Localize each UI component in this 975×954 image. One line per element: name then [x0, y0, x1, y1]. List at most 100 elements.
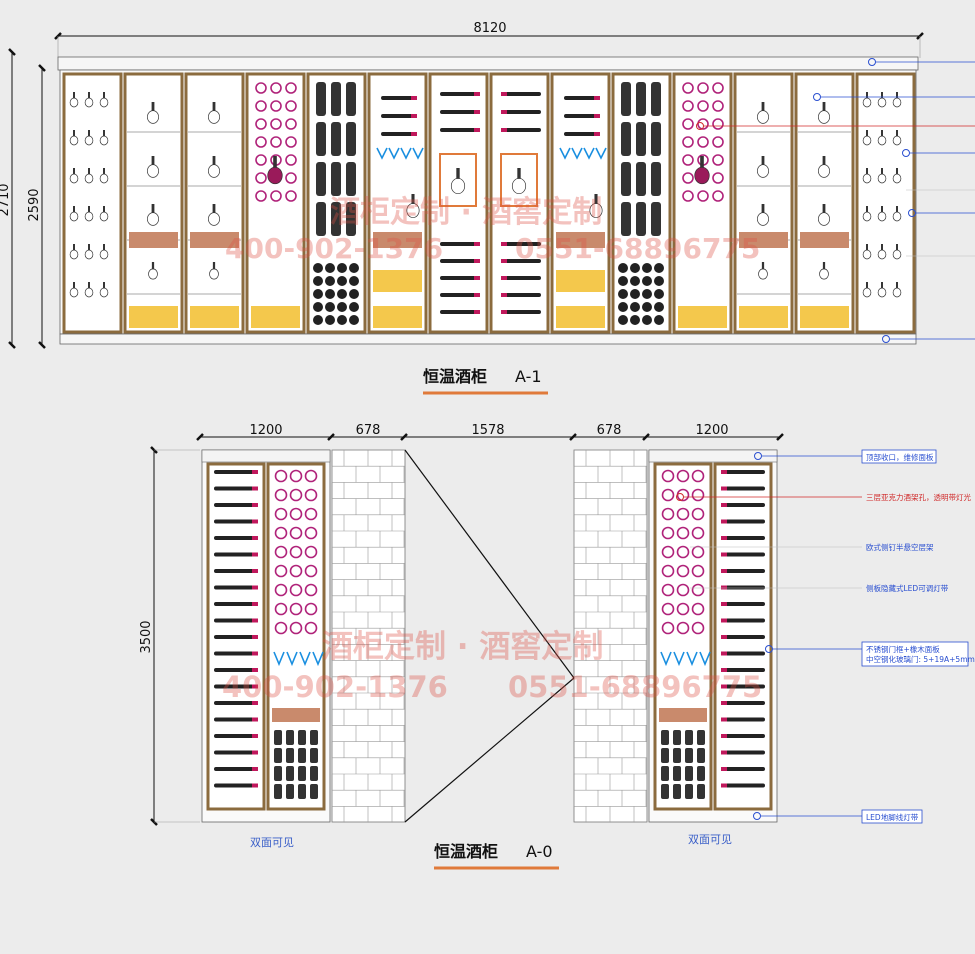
- bottle-icon: [208, 212, 220, 226]
- lying-bottle-icon: [440, 92, 480, 96]
- bottle-icon: [84, 173, 94, 184]
- bottom-width-dimensions: 1200 678 1578 678 1200: [196, 423, 784, 441]
- bottle-icon: [877, 249, 887, 260]
- lying-bottle-icon: [721, 635, 765, 639]
- rack-hole-icon: [285, 100, 297, 112]
- rack-hole-icon: [274, 621, 288, 635]
- caption-right: 双面可见: [688, 833, 732, 846]
- bottle-label: [252, 486, 258, 491]
- rack-hole-icon: [676, 507, 690, 521]
- top-bay: [489, 72, 550, 334]
- bottle-label: [594, 114, 600, 118]
- lying-bottle-icon: [564, 114, 600, 118]
- wine-glass-icon: [273, 651, 285, 667]
- lying-bottle-icon: [564, 96, 600, 100]
- rack-hole-icon: [697, 190, 709, 202]
- bottle-icon: [892, 97, 902, 108]
- rack-hole-icon: [691, 507, 705, 521]
- bottle-end-icon: [325, 276, 335, 286]
- bottle-neck: [103, 206, 105, 213]
- top-bay: [367, 72, 428, 334]
- rack-hole-icon: [682, 118, 694, 130]
- bottom-annotations: 顶部收口，维修面板 三层亚克力酒架孔，透明带灯光 欧式侧钉半悬空层架 侧板隐藏式…: [676, 449, 975, 824]
- bottle-label: [252, 684, 258, 689]
- bottle-column: [636, 202, 646, 236]
- bottle-label: [252, 602, 258, 606]
- rack-hole-icon: [274, 488, 288, 502]
- rack-hole-icon: [712, 136, 724, 148]
- rack-hole-icon: [676, 545, 690, 559]
- led-crate: [556, 306, 605, 328]
- bottle-label: [252, 470, 258, 474]
- wine-glass-icon: [673, 651, 685, 667]
- bottle-neck: [896, 92, 898, 99]
- bottle-column: [286, 730, 294, 745]
- bottle-neck: [88, 282, 90, 289]
- top-width-label: 8120: [473, 21, 506, 36]
- bottle-label: [721, 684, 727, 689]
- bottle-icon: [69, 211, 79, 222]
- rack-hole-icon: [270, 82, 282, 94]
- wood-drawer: [739, 232, 788, 248]
- top-bay: [550, 72, 611, 334]
- rack-hole-icon: [661, 507, 675, 521]
- top-bay: [245, 72, 306, 334]
- rack-hole-icon: [676, 621, 690, 635]
- bay-frame: [245, 72, 306, 334]
- rack-hole-icon: [270, 100, 282, 112]
- lying-bottle-icon: [440, 293, 480, 297]
- bottom-dim-2: 678: [356, 423, 381, 438]
- rack-hole-icon: [289, 564, 303, 578]
- bottle-column: [651, 202, 661, 236]
- bottle-column: [286, 748, 294, 763]
- top-bay: [733, 72, 794, 334]
- bottle-column: [673, 784, 681, 799]
- rack-hole-icon: [304, 507, 318, 521]
- bottle-neck: [822, 204, 826, 213]
- rack-hole-icon: [682, 136, 694, 148]
- bottle-column: [298, 784, 306, 799]
- led-crate: [373, 306, 422, 328]
- rack-hole-icon: [712, 100, 724, 112]
- bottle-neck: [822, 102, 826, 111]
- led-crate: [678, 306, 727, 328]
- bottle-end-icon: [313, 315, 323, 325]
- wood-drawer: [800, 232, 849, 248]
- bottle-column: [274, 748, 282, 763]
- lying-bottle-icon: [501, 259, 541, 263]
- bottle-icon: [877, 97, 887, 108]
- bottle-neck: [88, 168, 90, 175]
- bottle-label: [501, 128, 507, 132]
- rack-hole-icon: [274, 564, 288, 578]
- rack-hole-icon: [682, 100, 694, 112]
- bottle-icon: [892, 135, 902, 146]
- lying-bottle-icon: [214, 519, 258, 524]
- bottle-column: [346, 162, 356, 196]
- bottle-label: [721, 486, 727, 491]
- bottle-column: [310, 730, 318, 745]
- bottle-label: [721, 651, 727, 656]
- bottle-neck: [88, 130, 90, 137]
- bottle-end-icon: [313, 276, 323, 286]
- bottle-column: [621, 162, 631, 196]
- bottle-label: [252, 503, 258, 507]
- rack-hole-icon: [255, 190, 267, 202]
- bottle-end-icon: [654, 276, 664, 286]
- lying-bottle-icon: [501, 310, 541, 314]
- rack-hole-icon: [676, 526, 690, 540]
- bottle-icon: [862, 249, 872, 260]
- bottle-end-icon: [349, 315, 359, 325]
- bottle-column: [661, 748, 669, 763]
- rack-hole-icon: [304, 526, 318, 540]
- bottle-neck: [822, 262, 826, 270]
- rack-hole-icon: [255, 172, 267, 184]
- lying-bottle-icon: [214, 635, 258, 639]
- bottle-neck: [88, 244, 90, 251]
- led-crate: [800, 306, 849, 328]
- bottle-column: [673, 766, 681, 781]
- bottle-icon: [757, 164, 769, 178]
- bottle-label: [252, 618, 258, 623]
- bottle-label: [252, 635, 258, 639]
- bottle-column: [331, 202, 341, 236]
- bottle-end-icon: [654, 263, 664, 273]
